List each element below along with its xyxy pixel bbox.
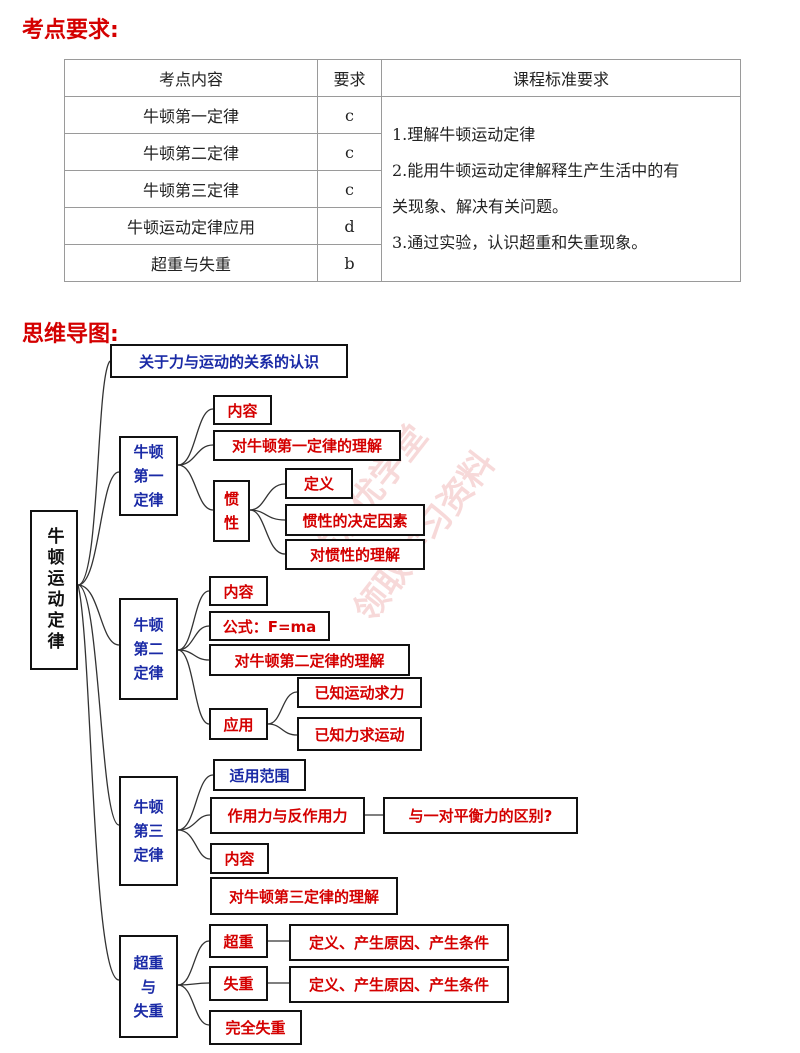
standard-line: 2.能用牛顿运动定律解释生产生活中的有 [392, 161, 680, 180]
node-label-line: 第三 [133, 822, 164, 840]
node-overweight-weightlessness: 超重 与 失重 [119, 935, 178, 1038]
node-label-line: 性 [223, 514, 239, 532]
standard-line: 1.理解牛顿运动定律 [392, 125, 536, 144]
table-cell-topic: 超重与失重 [64, 244, 318, 282]
node-label-line: 牛顿 [133, 798, 164, 816]
col-header-level: 要求 [317, 59, 382, 97]
table-cell-topic: 牛顿第三定律 [64, 170, 318, 208]
node-complete-weightlessness: 完全失重 [209, 1010, 302, 1045]
standard-line: 关现象、解决有关问题。 [392, 197, 569, 216]
node-third-law-scope: 适用范围 [213, 759, 306, 791]
node-label-line: 惯 [223, 490, 239, 508]
node-label-line: 与 [140, 977, 156, 996]
node-inertia-definition: 定义 [285, 468, 353, 499]
node-first-law: 牛顿 第一 定律 [119, 436, 178, 516]
node-third-law-content: 内容 [210, 843, 269, 874]
node-weightless-detail: 定义、产生原因、产生条件 [289, 966, 509, 1003]
node-application-find-force: 已知运动求力 [297, 677, 422, 708]
node-label-line: 定律 [133, 491, 164, 509]
table-cell-level: d [317, 207, 382, 245]
node-first-law-content: 内容 [213, 395, 272, 425]
node-second-law: 牛顿 第二 定律 [119, 598, 178, 700]
node-label-line: 第一 [133, 467, 164, 485]
node-second-law-formula: 公式：F=ma [209, 611, 330, 641]
requirements-heading: 考点要求: [22, 18, 119, 43]
node-overweight: 超重 [209, 924, 268, 958]
mindmap-heading: 思维导图: [22, 322, 119, 347]
node-third-law-understanding: 对牛顿第三定律的理解 [210, 877, 398, 915]
node-inertia-understanding: 对惯性的理解 [285, 539, 425, 570]
node-overweight-detail: 定义、产生原因、产生条件 [289, 924, 509, 961]
node-application-find-motion: 已知力求运动 [297, 717, 422, 751]
node-third-law: 牛顿 第三 定律 [119, 776, 178, 886]
standards-cell: 1.理解牛顿运动定律 2.能用牛顿运动定律解释生产生活中的有 关现象、解决有关问… [381, 96, 741, 282]
node-action-reaction: 作用力与反作用力 [210, 797, 365, 834]
requirements-table: 考点内容 要求 课程标准要求 牛顿第一定律 c 1.理解牛顿运动定律 2.能用牛… [64, 59, 741, 282]
node-label-line: 牛顿 [133, 616, 164, 634]
node-balanced-force-difference: 与一对平衡力的区别? [383, 797, 578, 834]
standard-line: 3.通过实验，认识超重和失重现象。 [392, 233, 648, 252]
root-node: 牛顿运动定律 [30, 510, 78, 670]
node-label-line: 失重 [133, 1001, 164, 1020]
node-label-line: 定律 [133, 664, 164, 682]
table-cell-topic: 牛顿第二定律 [64, 133, 318, 171]
node-first-law-understanding: 对牛顿第一定律的理解 [213, 430, 401, 461]
node-label-line: 第二 [133, 640, 164, 658]
node-force-motion-relation: 关于力与运动的关系的认识 [110, 344, 348, 378]
node-inertia: 惯 性 [213, 480, 250, 542]
col-header-topic: 考点内容 [64, 59, 318, 97]
node-inertia-factors: 惯性的决定因素 [285, 504, 425, 536]
node-label-line: 定律 [133, 846, 164, 864]
node-label-line: 超重 [133, 953, 164, 972]
col-header-standard: 课程标准要求 [381, 59, 741, 97]
table-cell-level: b [317, 244, 382, 282]
table-cell-level: c [317, 96, 382, 134]
node-second-law-content: 内容 [209, 576, 268, 606]
node-weightless: 失重 [209, 966, 268, 1001]
node-second-law-understanding: 对牛顿第二定律的理解 [209, 644, 410, 676]
node-second-law-application: 应用 [209, 708, 268, 740]
node-label-line: 牛顿 [133, 443, 164, 461]
